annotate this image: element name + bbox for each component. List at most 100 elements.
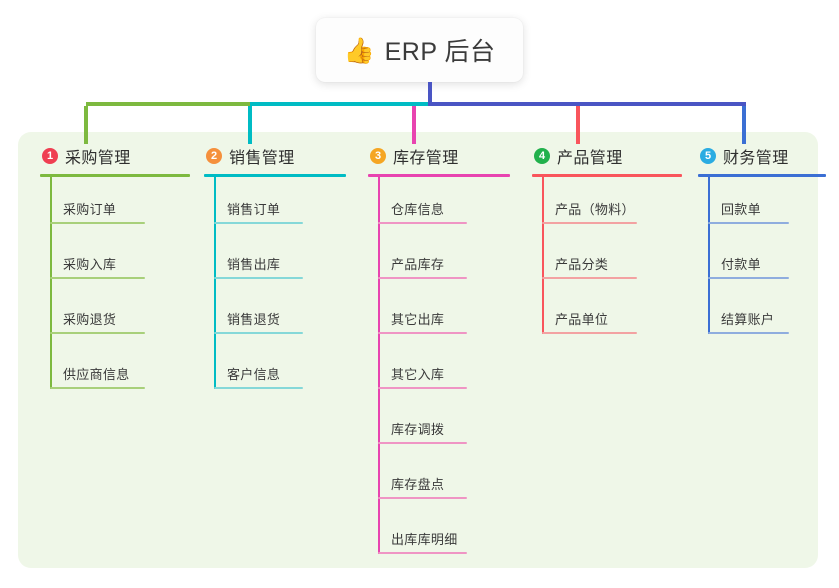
branch-item-label: 采购订单 xyxy=(63,202,117,217)
branch-item[interactable]: 销售出库 xyxy=(204,232,346,287)
branch-badge-3: 3 xyxy=(370,148,386,164)
branch-title-4: 产品管理 xyxy=(557,150,623,167)
branch-item-rule xyxy=(214,277,303,279)
branch-badge-4: 4 xyxy=(534,148,550,164)
drop-connector-3 xyxy=(412,106,416,144)
branch-item-rule xyxy=(378,552,467,554)
branch-item[interactable]: 产品单位 xyxy=(532,287,682,342)
branch-item-label: 其它入库 xyxy=(391,367,445,382)
branch-column-4: 4 产品管理产品（物料） 产品分类产品单位 xyxy=(532,144,682,342)
branch-item-rule xyxy=(378,442,467,444)
branch-badge-5: 5 xyxy=(700,148,716,164)
branch-item[interactable]: 库存调拨 xyxy=(368,397,510,452)
branch-item[interactable]: 采购入库 xyxy=(40,232,190,287)
branch-title-2: 销售管理 xyxy=(229,150,295,167)
branch-item-list-5: 回款单付款单结算账户 xyxy=(698,177,826,342)
branch-item[interactable]: 其它出库 xyxy=(368,287,510,342)
branch-spine-1 xyxy=(50,177,52,389)
branch-item-rule xyxy=(378,497,467,499)
branch-item-label: 库存调拨 xyxy=(391,422,445,437)
branch-item-label: 产品（物料） xyxy=(555,202,635,217)
drop-connector-2 xyxy=(248,106,252,144)
bus-segment-1 xyxy=(86,102,250,106)
branch-item[interactable]: 产品分类 xyxy=(532,232,682,287)
branch-item-label: 付款单 xyxy=(721,257,761,272)
branch-header-rule-3 xyxy=(368,174,510,177)
bus-segment-2 xyxy=(250,102,430,106)
branch-header-rule-5 xyxy=(698,174,826,177)
branch-header-rule-2 xyxy=(204,174,346,177)
bus-segment-3 xyxy=(428,102,746,106)
branch-item[interactable]: 销售订单 xyxy=(204,177,346,232)
branch-title-1: 采购管理 xyxy=(65,150,131,167)
branch-column-1: 1 采购管理采购订单采购入库采购退货供应商信息 xyxy=(40,144,190,397)
root-node-content: 👍 ERP 后台 xyxy=(343,32,495,68)
branch-item[interactable]: 仓库信息 xyxy=(368,177,510,232)
branch-item-label: 结算账户 xyxy=(721,312,775,327)
branch-item-label: 库存盘点 xyxy=(391,477,445,492)
root-stem-connector xyxy=(428,82,432,104)
branch-item[interactable]: 客户信息 xyxy=(204,342,346,397)
branch-header-4[interactable]: 4 产品管理 xyxy=(532,144,682,168)
branch-item-label: 销售出库 xyxy=(227,257,281,272)
branch-item[interactable]: 产品（物料） xyxy=(532,177,682,232)
branch-header-2[interactable]: 2 销售管理 xyxy=(204,144,346,168)
branch-item[interactable]: 出库库明细 xyxy=(368,507,510,562)
branch-item[interactable]: 销售退货 xyxy=(204,287,346,342)
branch-header-1[interactable]: 1 采购管理 xyxy=(40,144,190,168)
drop-connector-1 xyxy=(84,106,88,144)
branch-item-label: 销售退货 xyxy=(227,312,281,327)
branch-header-rule-1 xyxy=(40,174,190,177)
branch-item[interactable]: 采购订单 xyxy=(40,177,190,232)
thumbs-up-emoji: 👍 xyxy=(343,35,375,65)
branch-header-3[interactable]: 3 库存管理 xyxy=(368,144,510,168)
branch-item-rule xyxy=(50,332,145,334)
branch-item-rule xyxy=(378,222,467,224)
branch-item[interactable]: 回款单 xyxy=(698,177,826,232)
branch-item[interactable]: 付款单 xyxy=(698,232,826,287)
branch-item-rule xyxy=(50,222,145,224)
branch-item-rule xyxy=(708,277,789,279)
branch-item-list-3: 仓库信息产品库存其它出库其它入库库存调拨库存盘点出库库明细 xyxy=(368,177,510,562)
branch-column-5: 5 财务管理回款单付款单结算账户 xyxy=(698,144,826,342)
branch-item-rule xyxy=(50,277,145,279)
branch-badge-2: 2 xyxy=(206,148,222,164)
diagram-backdrop-panel xyxy=(18,132,818,568)
branch-header-rule-4 xyxy=(532,174,682,177)
branch-item-label: 销售订单 xyxy=(227,202,281,217)
branch-item-list-1: 采购订单采购入库采购退货供应商信息 xyxy=(40,177,190,397)
branch-item-label: 仓库信息 xyxy=(391,202,445,217)
branch-badge-1: 1 xyxy=(42,148,58,164)
branch-item[interactable]: 产品库存 xyxy=(368,232,510,287)
branch-item-rule xyxy=(378,332,467,334)
drop-connector-5 xyxy=(742,106,746,144)
branch-title-3: 库存管理 xyxy=(393,150,459,167)
branch-title-5: 财务管理 xyxy=(723,150,789,167)
branch-item[interactable]: 采购退货 xyxy=(40,287,190,342)
branch-item-label: 其它出库 xyxy=(391,312,445,327)
branch-header-5[interactable]: 5 财务管理 xyxy=(698,144,826,168)
branch-item-rule xyxy=(708,332,789,334)
branch-item-label: 产品分类 xyxy=(555,257,609,272)
root-node-card[interactable]: 👍 ERP 后台 xyxy=(316,18,523,82)
branch-spine-2 xyxy=(214,177,216,389)
branch-item[interactable]: 供应商信息 xyxy=(40,342,190,397)
branch-column-3: 3 库存管理仓库信息产品库存其它出库其它入库库存调拨库存盘点出库库明细 xyxy=(368,144,510,562)
branch-item-label: 产品库存 xyxy=(391,257,445,272)
branch-item-label: 产品单位 xyxy=(555,312,609,327)
branch-column-2: 2 销售管理销售订单销售出库销售退货客户信息 xyxy=(204,144,346,397)
branch-spine-4 xyxy=(542,177,544,334)
branch-item[interactable]: 库存盘点 xyxy=(368,452,510,507)
branch-item-rule xyxy=(214,332,303,334)
drop-connector-4 xyxy=(576,106,580,144)
branch-item-rule xyxy=(378,277,467,279)
branch-item-label: 回款单 xyxy=(721,202,761,217)
branch-item-list-4: 产品（物料） 产品分类产品单位 xyxy=(532,177,682,342)
branch-item-label: 客户信息 xyxy=(227,367,281,382)
branch-item-rule xyxy=(708,222,789,224)
branch-item[interactable]: 结算账户 xyxy=(698,287,826,342)
branch-item-label: 采购退货 xyxy=(63,312,117,327)
branch-item[interactable]: 其它入库 xyxy=(368,342,510,397)
branch-item-label: 出库库明细 xyxy=(391,532,458,547)
